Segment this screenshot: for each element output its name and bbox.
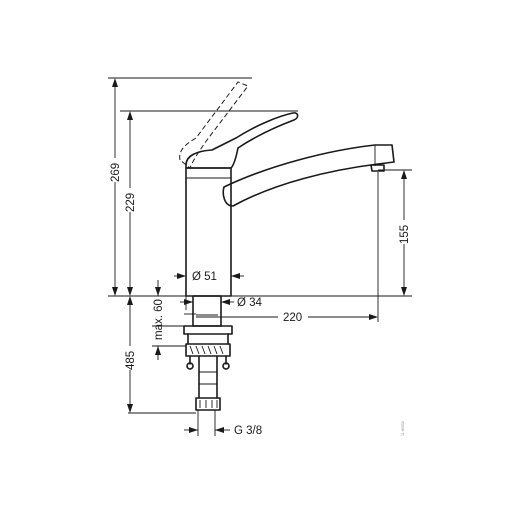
- dim-label-220: 220: [283, 312, 302, 324]
- dim-thread: [184, 427, 230, 433]
- raised-lever-outline: [179, 81, 249, 169]
- dim-label-269: 269: [110, 163, 122, 182]
- dim-label-thread: G 3/8: [234, 425, 262, 437]
- dim-diameter-34: [180, 299, 234, 305]
- dim-label-max-60: max. 60: [153, 299, 165, 340]
- dim-max-60: [155, 280, 161, 360]
- faucet-body: [185, 112, 395, 297]
- drawing-code: 11 H0002: [401, 421, 405, 436]
- dim-269: [112, 78, 118, 296]
- dim-label-diameter-51: Ø 51: [192, 271, 217, 283]
- extension-lines: [108, 77, 412, 436]
- dim-label-155: 155: [399, 225, 411, 244]
- dim-diameter-51: [174, 273, 244, 279]
- dim-label-229: 229: [125, 193, 137, 212]
- dim-label-diameter-34: Ø 34: [237, 297, 263, 309]
- fixing-assembly: [183, 295, 233, 411]
- dim-label-485: 485: [125, 351, 137, 370]
